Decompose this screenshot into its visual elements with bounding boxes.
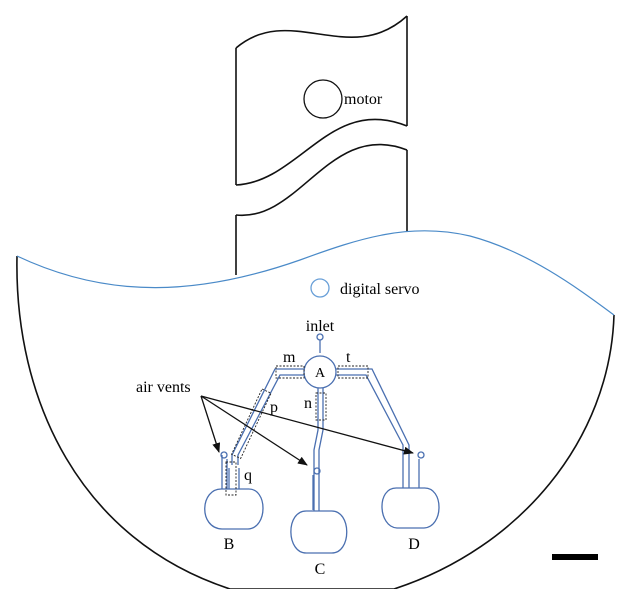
motor-icon — [303, 79, 343, 119]
valve-m-label: m — [283, 349, 296, 366]
servo-label: digital servo — [340, 281, 420, 298]
servo-circle-icon — [310, 278, 330, 298]
valve-p-label: p — [270, 399, 278, 416]
chamber-d-label: D — [408, 536, 420, 553]
motor-label: motor — [344, 91, 383, 108]
inlet-label: inlet — [306, 318, 335, 335]
air-vents-label: air vents — [136, 379, 191, 396]
bowl-outline — [16, 255, 615, 589]
valve-n-label: n — [304, 395, 312, 412]
chip — [204, 333, 440, 554]
valve-q-label: q — [244, 467, 252, 484]
chamber-c-label: C — [315, 561, 326, 578]
motor-housing — [235, 15, 408, 275]
air-vent-arrows — [200, 395, 414, 466]
scale-bar — [552, 554, 598, 560]
chamber-a-label: A — [315, 366, 326, 381]
valve-t-label: t — [346, 349, 351, 366]
chamber-b-label: B — [224, 536, 235, 553]
platform-wave — [16, 230, 615, 316]
